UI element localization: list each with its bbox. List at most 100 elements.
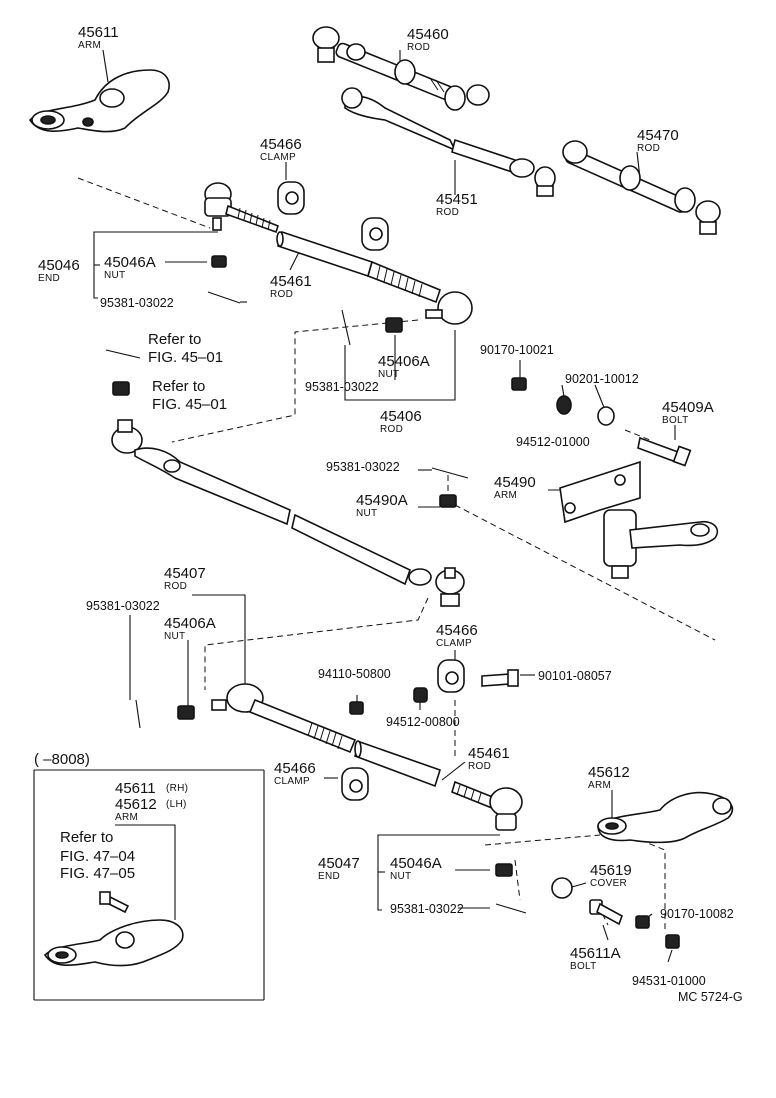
label-45407-name: ROD bbox=[164, 581, 187, 592]
label-45451-num: 45451 bbox=[436, 191, 478, 208]
tie-rod-45407-drawing bbox=[211, 683, 357, 754]
label-94110-50800: 94110-50800 bbox=[318, 667, 391, 681]
washer-90201-drawing bbox=[597, 406, 615, 426]
label-90101-08057: 90101-08057 bbox=[538, 669, 612, 683]
nut-45406a-drawing bbox=[385, 317, 403, 333]
nut-90170-10021-drawing bbox=[511, 377, 527, 391]
nut-94110-drawing bbox=[349, 701, 364, 715]
label-95381-a: 95381-03022 bbox=[100, 296, 174, 310]
label-45611-name: ARM bbox=[78, 40, 101, 51]
rod-45451-drawing bbox=[341, 87, 556, 197]
label-95381-c: 95381-03022 bbox=[326, 460, 400, 474]
clamp-45466-lower-drawing bbox=[341, 767, 369, 801]
label-45461-lower-name: ROD bbox=[468, 761, 491, 772]
label-45409a-num: 45409A bbox=[662, 399, 714, 416]
label-45466-lower-num: 45466 bbox=[274, 760, 316, 777]
cover-45619-drawing bbox=[551, 877, 573, 899]
ref1-line2: FIG. 45–01 bbox=[148, 349, 223, 366]
rod-45470-drawing bbox=[562, 140, 721, 235]
label-45612-num: 45612 bbox=[588, 764, 630, 781]
rod-45461-lower-drawing bbox=[353, 740, 523, 831]
label-45460-name: ROD bbox=[407, 42, 430, 53]
label-45619-num: 45619 bbox=[590, 862, 632, 879]
figure-code: MC 5724-G bbox=[678, 990, 743, 1004]
inset-ref-line1: Refer to bbox=[60, 829, 113, 846]
label-45470-num: 45470 bbox=[637, 127, 679, 144]
rod-45461-upper-drawing bbox=[276, 230, 473, 325]
label-45490a-num: 45490A bbox=[356, 492, 408, 509]
assembly-dashed-lines bbox=[77, 177, 716, 932]
nut-45490a-drawing bbox=[439, 494, 457, 508]
bolt-45409a-drawing bbox=[637, 436, 692, 467]
label-45406a-num: 45406A bbox=[378, 353, 430, 370]
label-45406-name: ROD bbox=[380, 424, 403, 435]
inset-num-rh: 45611 bbox=[115, 780, 156, 797]
pitman-arm-45611-drawing bbox=[29, 69, 170, 133]
label-45460-num: 45460 bbox=[407, 26, 449, 43]
label-45490a-name: NUT bbox=[356, 508, 377, 519]
callout-labels: 45611 ARM 45460 ROD 45466 CLAMP 45470 RO… bbox=[38, 24, 734, 988]
label-94512-00800: 94512-00800 bbox=[386, 715, 460, 729]
label-90201-10012: 90201-10012 bbox=[565, 372, 639, 386]
label-45466-lower-name: CLAMP bbox=[274, 776, 310, 787]
clamp-45466-upper-drawing bbox=[277, 181, 305, 215]
bolt-45611a-drawing bbox=[589, 899, 623, 926]
nut-45046a-upper-drawing bbox=[211, 255, 227, 268]
label-45046a-lower-name: NUT bbox=[390, 871, 411, 882]
label-90170-10082: 90170-10082 bbox=[660, 907, 734, 921]
arm-45612-drawing bbox=[597, 791, 734, 844]
inset-labels: ( –8008) 45611 (RH) 45612 (LH) ARM Refer… bbox=[34, 751, 188, 882]
tie-rod-end-45046-drawing bbox=[204, 182, 279, 234]
label-90170-10021: 90170-10021 bbox=[480, 343, 554, 357]
clamp-upper-second-drawing bbox=[361, 217, 389, 251]
label-45406-num: 45406 bbox=[380, 408, 422, 425]
washer-94512-01000-drawing bbox=[556, 395, 572, 415]
nut-ref-icon bbox=[112, 381, 130, 396]
label-45612-name: ARM bbox=[588, 780, 611, 791]
label-45409a-name: BOLT bbox=[662, 415, 689, 426]
label-45461-lower-num: 45461 bbox=[468, 745, 510, 762]
inset-arm-drawing bbox=[43, 919, 184, 967]
cotter-pin-left-drawing bbox=[135, 699, 141, 729]
cotter-pin-lower-drawing bbox=[495, 903, 527, 914]
cotter-pin-ref-icon bbox=[105, 349, 141, 359]
label-45047-num: 45047 bbox=[318, 855, 360, 872]
cotter-pin-45490-drawing bbox=[431, 467, 469, 479]
label-45611a-name: BOLT bbox=[570, 961, 597, 972]
nut-45406a-left-drawing bbox=[177, 705, 195, 720]
label-45461-upper-name: ROD bbox=[270, 289, 293, 300]
label-94512-01000: 94512-01000 bbox=[516, 435, 590, 449]
label-45046-num: 45046 bbox=[38, 257, 80, 274]
inset-box bbox=[33, 769, 265, 1001]
inset-bolt-drawing bbox=[99, 891, 130, 914]
rod-45460-drawing bbox=[312, 26, 490, 111]
ref2-line1: Refer to bbox=[152, 378, 205, 395]
label-45046a-lower-num: 45046A bbox=[390, 855, 442, 872]
inset-num-lh: 45612 bbox=[115, 796, 157, 813]
label-94531-01000: 94531-01000 bbox=[632, 974, 706, 988]
bolt-90101-drawing bbox=[481, 669, 519, 687]
nut-94531-drawing bbox=[665, 934, 680, 949]
nut-45046a-lower-drawing bbox=[495, 863, 513, 877]
ref2-line2: FIG. 45–01 bbox=[152, 396, 227, 413]
label-45466-upper-num: 45466 bbox=[260, 136, 302, 153]
nut-90170-10082-drawing bbox=[635, 915, 650, 929]
label-95381-e: 95381-03022 bbox=[390, 902, 464, 916]
label-45490-num: 45490 bbox=[494, 474, 536, 491]
cotter-pin-mid-drawing bbox=[341, 309, 351, 346]
center-rod-drawing bbox=[111, 419, 465, 607]
reference-notes: Refer to FIG. 45–01 Refer to FIG. 45–01 bbox=[148, 331, 227, 413]
label-45461-upper-num: 45461 bbox=[270, 273, 312, 290]
label-45470-name: ROD bbox=[637, 143, 660, 154]
inset-period: ( –8008) bbox=[34, 751, 90, 768]
label-45619-name: COVER bbox=[590, 878, 627, 889]
inset-name: ARM bbox=[115, 812, 138, 823]
label-45466-mid-name: CLAMP bbox=[436, 638, 472, 649]
inset-ref-line2: FIG. 47–04 bbox=[60, 848, 135, 865]
label-45406a-lower-num: 45406A bbox=[164, 615, 216, 632]
washer-94512-00800-drawing bbox=[413, 687, 428, 703]
cotter-pin-upper-drawing bbox=[207, 291, 241, 304]
label-45466-mid-num: 45466 bbox=[436, 622, 478, 639]
label-45490-name: ARM bbox=[494, 490, 517, 501]
